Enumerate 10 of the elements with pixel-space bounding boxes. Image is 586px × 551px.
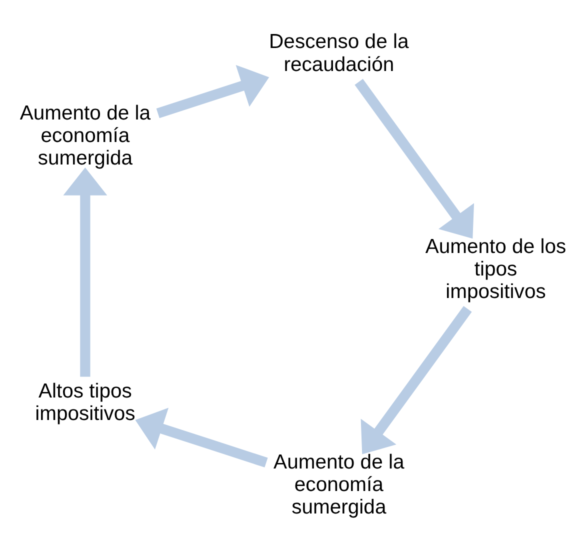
node-text: Aumento de la economía sumergida bbox=[274, 451, 404, 518]
arrow bbox=[63, 166, 108, 376]
node-text: Aumento de los tipos impositivos bbox=[425, 235, 566, 302]
arrow bbox=[156, 64, 270, 118]
node-text: Descenso de la recaudación bbox=[269, 30, 409, 76]
node-text: Altos tipos impositivos bbox=[35, 380, 136, 424]
arrow bbox=[135, 407, 268, 467]
arrow bbox=[360, 305, 472, 454]
arrow bbox=[354, 78, 474, 238]
node-text: Aumento de la economía sumergida bbox=[20, 102, 151, 169]
